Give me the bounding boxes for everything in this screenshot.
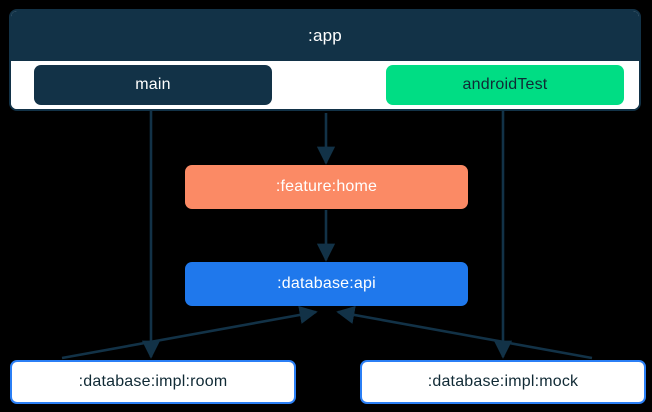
node-main[interactable]: main: [34, 65, 272, 105]
node-feature-home[interactable]: :feature:home: [185, 165, 468, 209]
node-database-impl-room[interactable]: :database:impl:room: [10, 360, 296, 404]
node-database-impl-mock[interactable]: :database:impl:mock: [360, 360, 646, 404]
app-subgraph-title: :app: [11, 11, 639, 61]
app-subgraph[interactable]: :app main androidTest: [9, 9, 641, 111]
node-database-api[interactable]: :database:api: [185, 262, 468, 306]
edge-impl-mock-to-database-api: [336, 305, 593, 360]
app-subgraph-body: main androidTest: [11, 61, 639, 109]
edge-impl-room-to-database-api: [61, 305, 318, 360]
node-android-test[interactable]: androidTest: [386, 65, 624, 105]
